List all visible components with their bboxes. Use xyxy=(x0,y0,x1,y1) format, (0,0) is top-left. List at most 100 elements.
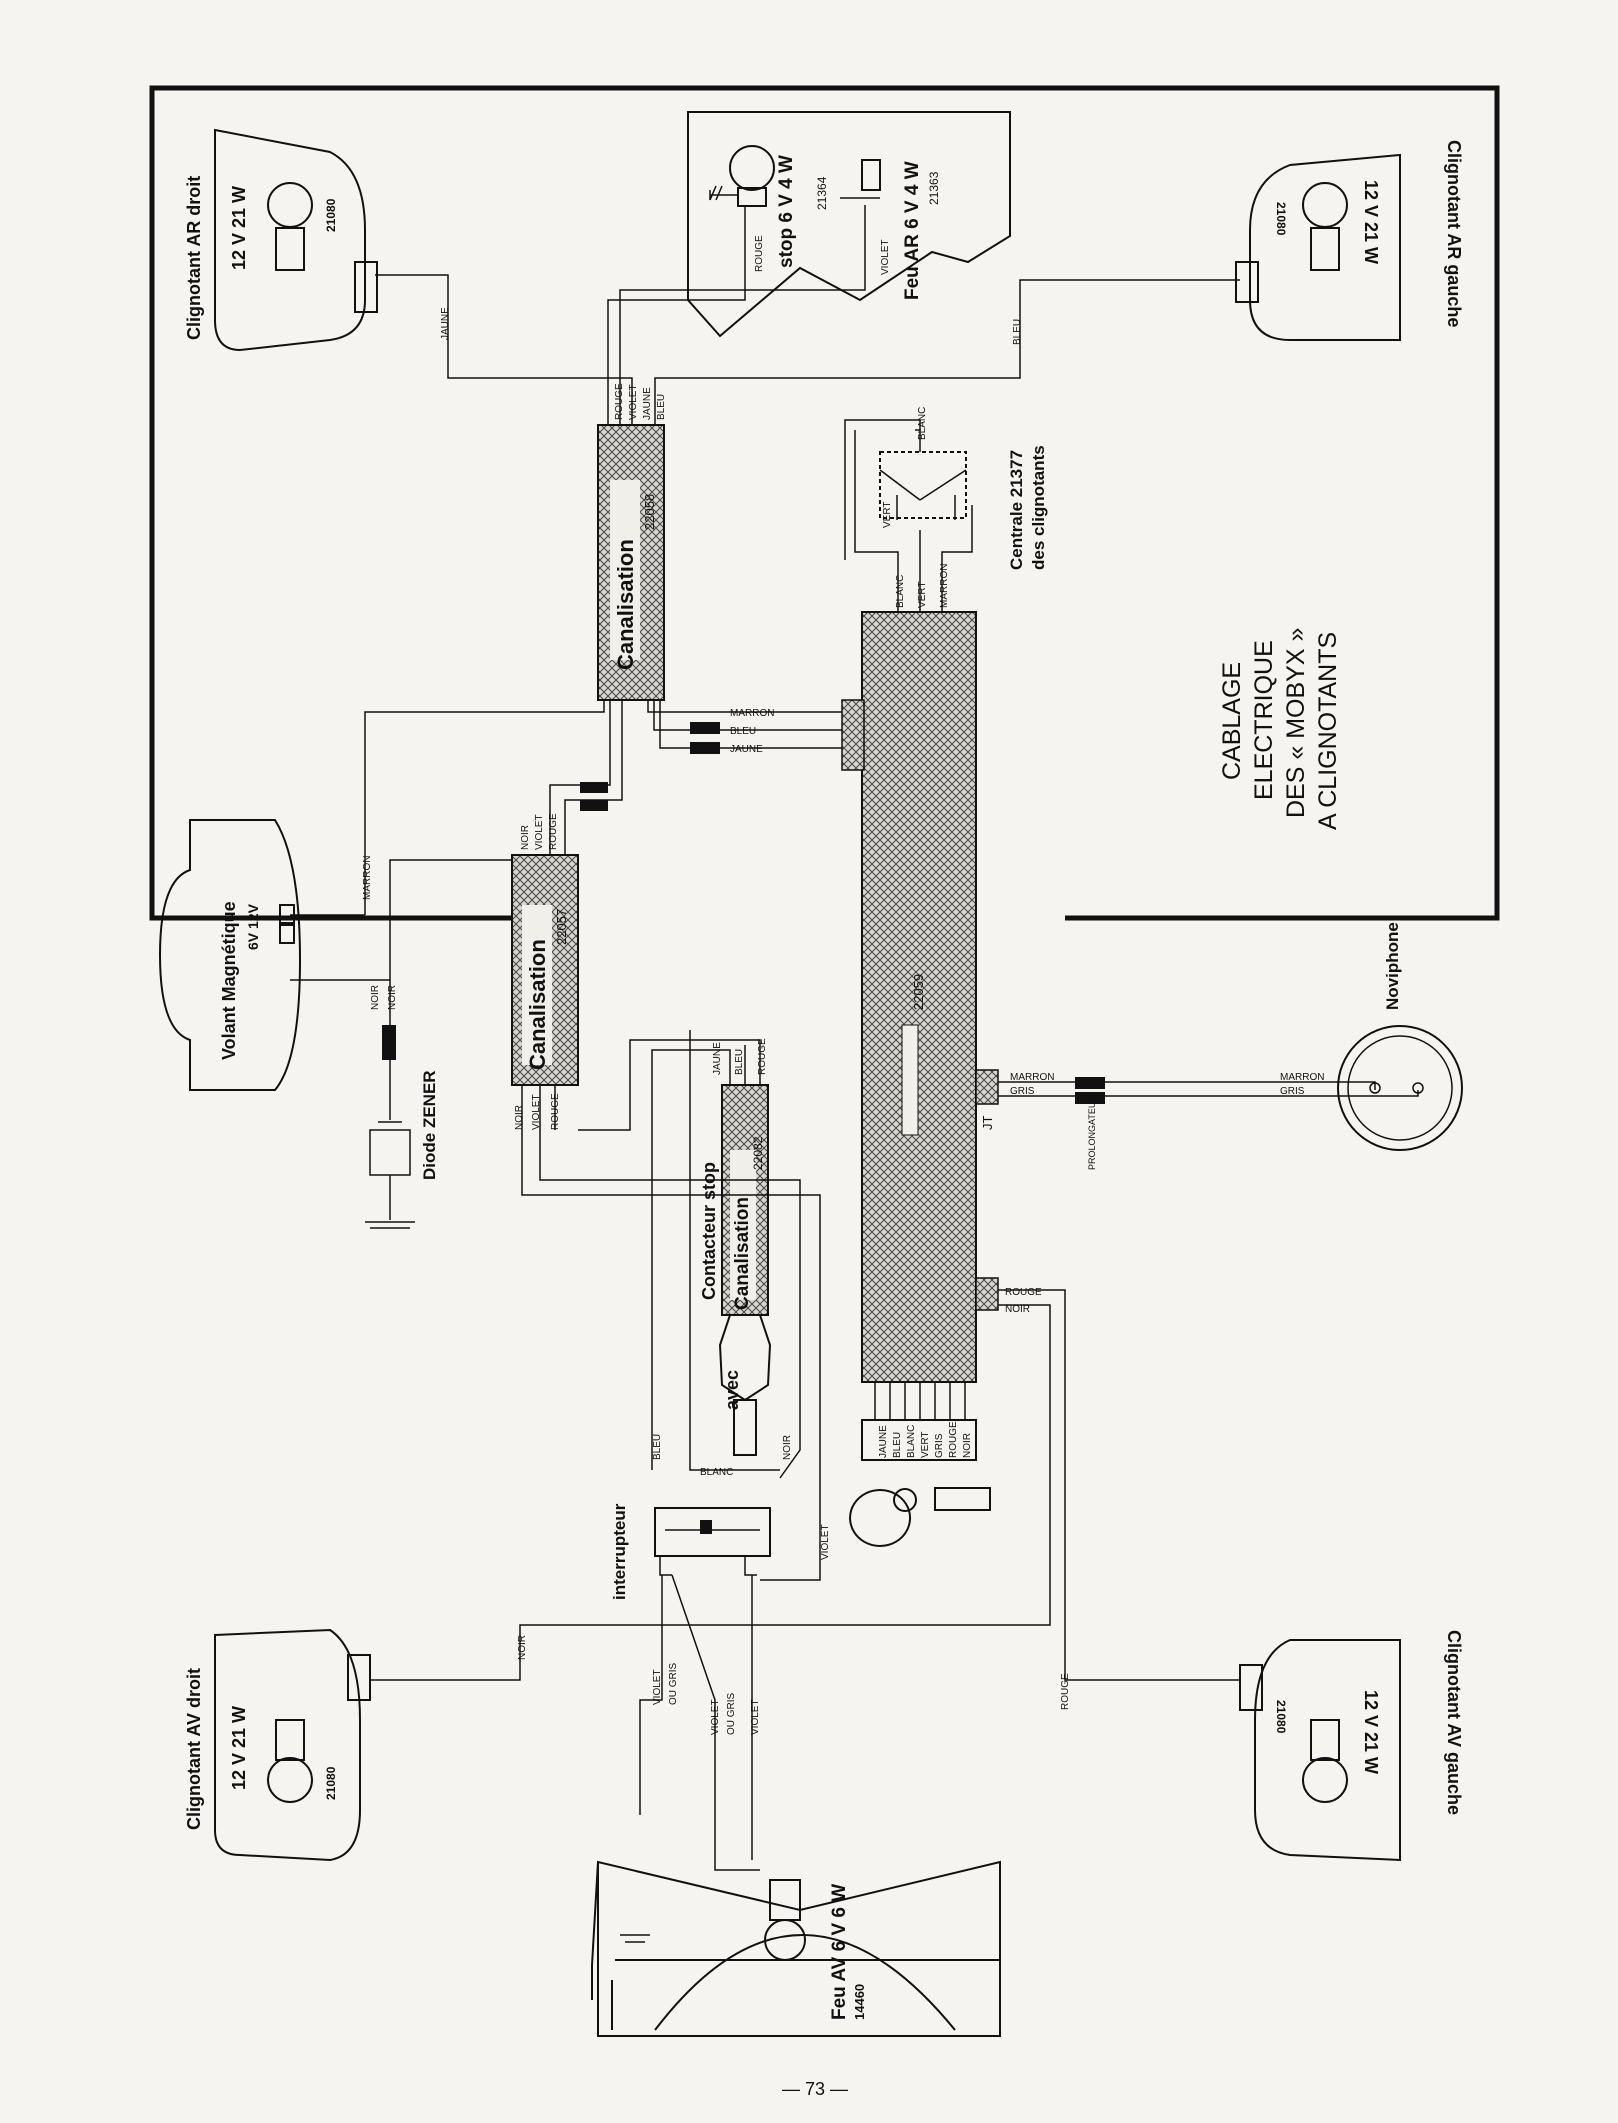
headlamp-wire-2: OU GRIS xyxy=(668,1662,679,1705)
side-wire-2: BLEU xyxy=(730,726,756,737)
rear-right-name: Clignotant AR droit xyxy=(184,176,204,340)
magneto-wire-noir-1: NOIR xyxy=(370,985,381,1010)
flasher-label-2: des clignotants xyxy=(1029,445,1048,570)
rear-left-wire: BLEU xyxy=(1012,319,1023,345)
side-wire-1: MARRON xyxy=(730,708,774,719)
noviphone-label: Noviphone xyxy=(1383,922,1402,1010)
harness-bottom-wire-6: ROUGE xyxy=(948,1421,959,1458)
harness-right-low-1: ROUGE xyxy=(1005,1287,1042,1298)
magneto-flywheel xyxy=(158,819,302,1091)
interrupteur-wire-noir: NOIR xyxy=(782,1435,793,1460)
tail-lamp-ref: 21363 xyxy=(927,171,941,205)
canal-22082-wire-2: BLEU xyxy=(734,1049,745,1075)
canal-22058-wire-2: VIOLET xyxy=(628,384,639,420)
interrupteur-label: interrupteur xyxy=(610,1503,629,1600)
rear-left-name: Clignotant AR gauche xyxy=(1444,140,1464,327)
canal-22082-wire-1: JAUNE xyxy=(712,1042,723,1075)
magneto-wire-noir-2: NOIR xyxy=(387,985,398,1010)
canal-22058-wire-3: JAUNE xyxy=(642,387,653,420)
harness-top-wire-1: BLANC xyxy=(895,575,906,608)
contacteur-label-2: avec xyxy=(722,1370,742,1410)
indicator-rear-left xyxy=(1235,153,1401,341)
front-left-wire: ROUGE xyxy=(1060,1673,1071,1710)
headlamp-wire-1: VIOLET xyxy=(652,1669,663,1705)
rear-left-rating: 12 V 21 W xyxy=(1361,180,1381,264)
side-wire-3: JAUNE xyxy=(730,744,763,755)
headlamp-wire-5: VIOLET xyxy=(750,1699,761,1735)
harness-bottom-wire-7: NOIR xyxy=(962,1433,973,1458)
diagram-title: CABLAGE ELECTRIQUE DES « MOBYX » A CLIGN… xyxy=(1218,628,1342,830)
contacteur-label-1: Contacteur stop xyxy=(699,1162,719,1300)
headlamp-wire-3: VIOLET xyxy=(710,1699,721,1735)
interrupteur-wire-bleu: BLEU xyxy=(652,1434,663,1460)
harness-22059 xyxy=(861,611,977,1383)
harness-right-wire-1: MARRON xyxy=(1010,1072,1054,1083)
headlamp-label: Feu AV 6 V 6 W xyxy=(829,1884,850,2020)
indicator-front-right xyxy=(214,1304,1051,1862)
canal-22057-top-3: ROUGE xyxy=(548,813,559,850)
canal-22057-ref: 22057 xyxy=(554,909,569,945)
canal-22082-wire-3: ROUGE xyxy=(757,1038,768,1075)
magneto-label-1: Volant Magnétique xyxy=(219,901,239,1060)
canal-22058-name: Canalisation xyxy=(613,539,638,670)
interrupteur-wire-violet: VIOLET xyxy=(820,1524,831,1560)
magneto-wire-marron: MARRON xyxy=(362,856,373,900)
harness-bottom-wire-2: BLEU xyxy=(892,1432,903,1458)
front-right-ref: 21080 xyxy=(324,1766,338,1800)
front-right-wire: NOIR xyxy=(517,1635,528,1660)
rear-right-wire: JAUNE xyxy=(440,307,451,340)
front-left-name: Clignotant AV gauche xyxy=(1444,1630,1464,1815)
canal-22057-bottom-2: VIOLET xyxy=(531,1094,542,1130)
noviphone-extender: PROLONGATEUR xyxy=(1087,1095,1097,1170)
harness-right-wire-2: GRIS xyxy=(1010,1086,1035,1097)
harness-bottom-wire-5: GRIS xyxy=(934,1433,945,1458)
canal-22058-ref: 22058 xyxy=(642,494,657,530)
rear-right-ref: 21080 xyxy=(324,198,338,232)
headlamp-ref: 14460 xyxy=(852,1984,867,2020)
harness-top-wire-3: MARRON xyxy=(939,564,950,608)
noviphone-unit xyxy=(1337,1025,1463,1151)
harness-bottom-wire-1: JAUNE xyxy=(878,1425,889,1458)
zener-label: Diode ZENER xyxy=(420,1070,439,1180)
noviphone-wire-2: GRIS xyxy=(1280,1086,1305,1097)
canal-22057-top-1: NOIR xyxy=(520,825,531,850)
flasher-unit: BLANC VERT xyxy=(844,407,967,560)
rear-right-rating: 12 V 21 W xyxy=(229,186,249,270)
noviphone-wire-1: MARRON xyxy=(1280,1072,1324,1083)
indicator-rear-right xyxy=(214,128,378,352)
canal-22057-top-2: VIOLET xyxy=(534,814,545,850)
headlamp-assembly xyxy=(591,1860,1001,2037)
harness-22059-ref: 22059 xyxy=(911,974,926,1010)
page-number: — 73 — xyxy=(782,2079,848,2099)
page-frame xyxy=(149,85,1500,921)
stop-wire: ROUGE xyxy=(754,235,765,272)
title-line-1: CABLAGE xyxy=(1218,662,1246,780)
title-line-2: ELECTRIQUE xyxy=(1250,640,1278,800)
harness-bottom-wire-4: VERT xyxy=(920,1432,931,1459)
title-line-4: A CLIGNOTANTS xyxy=(1314,632,1342,830)
stop-lamp-label: stop 6 V 4 W xyxy=(776,155,797,268)
canal-22057-bottom-1: NOIR xyxy=(514,1105,525,1130)
tail-wire: VIOLET xyxy=(880,239,891,275)
harness-right-low-2: NOIR xyxy=(1005,1304,1030,1315)
front-right-name: Clignotant AV droit xyxy=(184,1668,204,1830)
interrupteur-switch xyxy=(654,1507,771,1576)
flasher-wire-left: VERT xyxy=(882,502,893,529)
rear-lamp-housing xyxy=(687,111,1011,338)
flasher-label-1: Centrale 21377 xyxy=(1007,450,1026,570)
flasher-wire-top: BLANC xyxy=(917,407,928,440)
stop-lamp-ref: 21364 xyxy=(815,176,829,210)
harness-top-wire-2: VERT xyxy=(917,582,928,609)
canal-22057-name: Canalisation xyxy=(525,939,550,1070)
harness-mark: JT xyxy=(980,1116,995,1131)
harness-bottom-wire-3: BLANC xyxy=(906,1425,917,1458)
headlamp-wire-4: OU GRIS xyxy=(726,1692,737,1735)
canal-22082-ref: 22082 xyxy=(751,1136,765,1170)
front-left-ref: 21080 xyxy=(1274,1700,1288,1734)
indicator-front-left xyxy=(998,1289,1401,1862)
title-line-3: DES « MOBYX » xyxy=(1282,628,1310,818)
canal-22082-name: Canalisation xyxy=(732,1197,753,1310)
magneto-label-2: 6V 12V xyxy=(245,903,261,950)
